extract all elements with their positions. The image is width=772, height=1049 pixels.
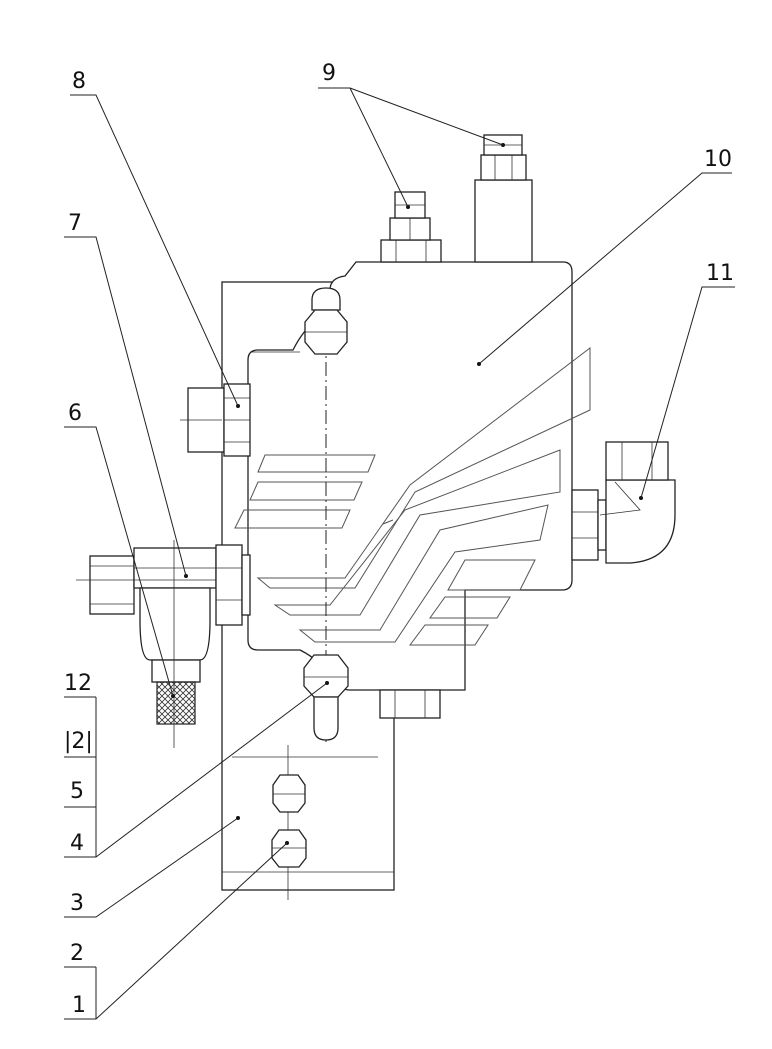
callout-3: 3 [70,891,84,916]
top-fitting-left [380,191,442,263]
right-elbow-fitting [571,441,676,564]
leader-lines [64,87,735,1020]
callout-1: 1 [72,993,86,1018]
callout-8: 8 [72,69,86,94]
callout-11: 11 [706,261,734,286]
callout-6: 6 [68,401,82,426]
left-hex-plug [180,383,251,457]
plate-bolt-upper [272,774,306,813]
callout-5: 5 [70,779,84,804]
callout-2: 2 [70,941,84,966]
callout-labels: 8 9 10 7 11 6 12 |2| 5 4 3 2 1 [64,61,734,1018]
callout-12: 12 [64,671,92,696]
logo-mark [234,346,591,646]
top-fitting-right [474,134,533,263]
callout-10: 10 [704,147,732,172]
top-mount-bolt [304,287,348,355]
callout-7: 7 [68,211,82,236]
plate-bolt-lower [271,829,307,868]
bottom-mount-bolt [303,654,349,741]
callout-121: |2| [64,729,93,754]
callout-9: 9 [322,61,336,86]
side-valve-assembly [76,540,251,748]
callout-4: 4 [70,831,84,856]
